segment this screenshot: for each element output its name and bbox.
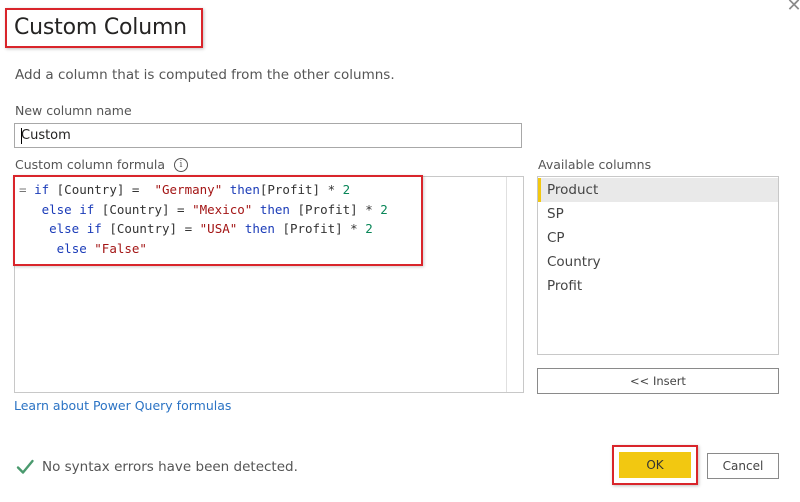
formula-prefix: = — [19, 182, 35, 197]
formula-code[interactable]: = if [Country] = "Germany" then[Profit] … — [19, 180, 388, 258]
column-name-label: New column name — [15, 103, 132, 118]
formula-line: else if [Country] = "USA" then [Profit] … — [19, 219, 388, 239]
formula-editor[interactable] — [14, 176, 524, 393]
cancel-button[interactable]: Cancel — [707, 453, 779, 479]
title-highlight — [5, 8, 203, 48]
formula-token — [237, 221, 245, 236]
formula-token: [Profit] * — [259, 182, 343, 197]
text-caret — [21, 128, 22, 144]
check-icon — [16, 459, 34, 474]
close-icon[interactable]: ✕ — [786, 0, 800, 16]
formula-token: "Mexico" — [192, 201, 253, 217]
formula-token: 2 — [365, 221, 373, 236]
learn-power-query-link[interactable]: Learn about Power Query formulas — [14, 398, 232, 413]
available-column-product[interactable]: Product — [538, 178, 778, 202]
formula-token — [222, 182, 230, 197]
formula-token: [Country] = — [94, 201, 193, 217]
available-columns-label: Available columns — [538, 157, 652, 172]
formula-token: if — [34, 182, 50, 197]
formula-line: else "False" — [19, 239, 388, 259]
formula-token: "USA" — [199, 221, 238, 236]
formula-token: else if — [41, 201, 95, 217]
formula-token: [Country] = — [101, 221, 200, 236]
formula-token: 2 — [380, 201, 388, 217]
syntax-status: No syntax errors have been detected. — [42, 459, 298, 475]
formula-token: [Country] = — [49, 182, 155, 197]
formula-token: "False" — [94, 240, 147, 256]
dialog-title: Custom Column — [14, 15, 187, 40]
formula-scrollbar[interactable] — [506, 177, 507, 392]
available-column-cp[interactable]: CP — [547, 230, 565, 246]
formula-token: then — [259, 201, 290, 217]
insert-button[interactable]: << Insert — [537, 368, 779, 394]
formula-highlight — [13, 175, 423, 266]
formula-token: [Profit] * — [289, 201, 381, 217]
ok-highlight — [612, 445, 698, 485]
available-column-profit[interactable]: Profit — [547, 278, 583, 294]
formula-token: [Profit] * — [274, 221, 366, 236]
formula-line: else if [Country] = "Mexico" then [Profi… — [19, 200, 388, 220]
formula-token: "Germany" — [154, 182, 223, 197]
formula-label: Custom column formula — [15, 157, 166, 172]
formula-token: then — [244, 221, 275, 236]
ok-button[interactable]: OK — [619, 452, 691, 478]
formula-line: = if [Country] = "Germany" then[Profit] … — [19, 180, 388, 200]
info-icon[interactable]: i — [174, 158, 188, 172]
formula-token: 2 — [342, 182, 351, 197]
available-column-country[interactable]: Country — [547, 254, 601, 270]
available-column-sp[interactable]: SP — [547, 206, 564, 222]
formula-token — [252, 202, 260, 217]
formula-token: else if — [49, 221, 102, 236]
column-name-input[interactable] — [14, 123, 522, 148]
dialog-subtitle: Add a column that is computed from the o… — [15, 67, 395, 83]
formula-token: then — [229, 182, 260, 197]
formula-token: else — [56, 240, 87, 256]
